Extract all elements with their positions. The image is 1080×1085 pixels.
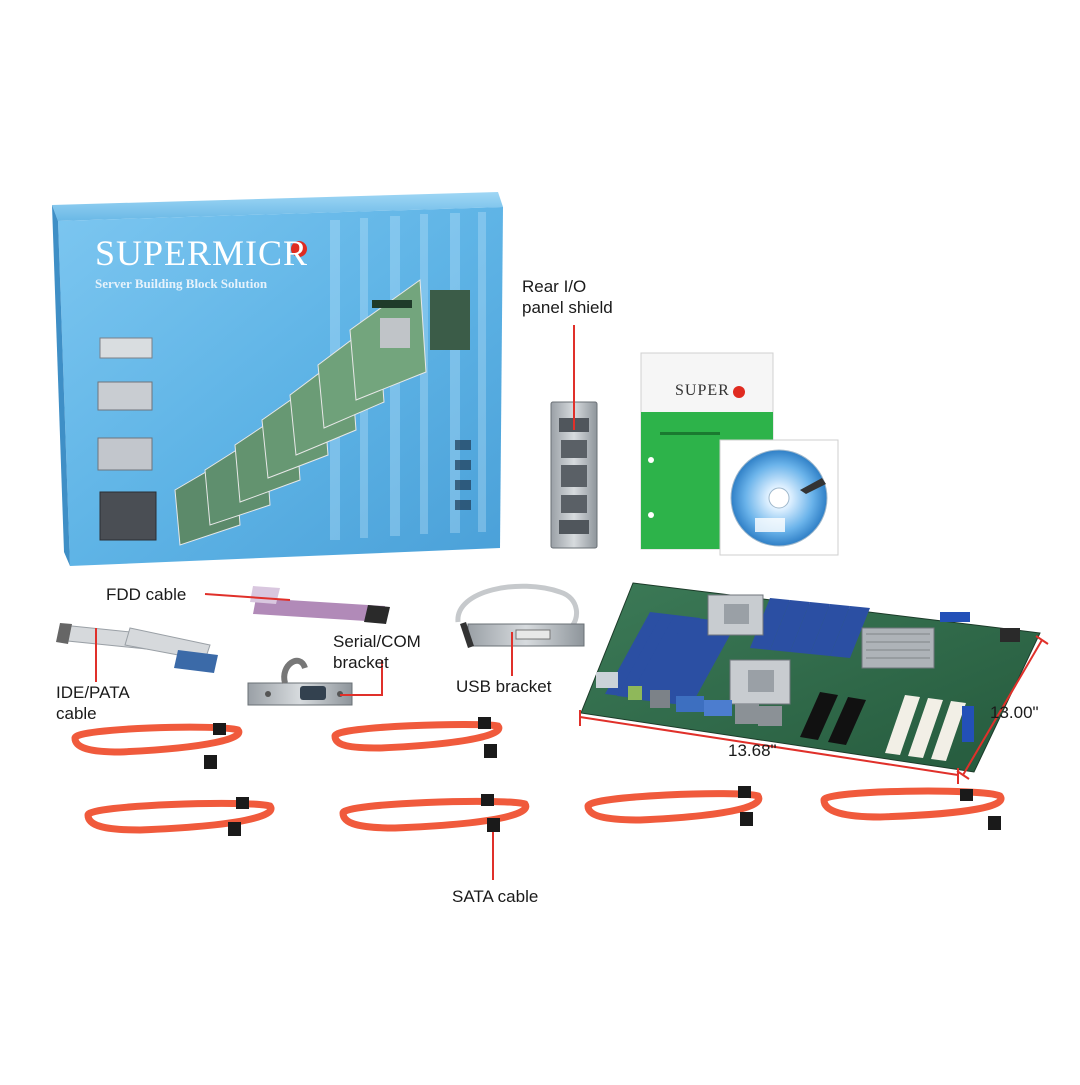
retail-box	[52, 192, 503, 566]
usb-bracket	[455, 583, 585, 648]
board-depth-label: 13.00"	[990, 703, 1039, 722]
dimension-lines	[579, 635, 1049, 784]
ide-cable-label-line1: IDE/PATA	[56, 683, 130, 702]
box-brand: SUPERMICR	[95, 233, 309, 273]
sata-cables	[71, 720, 1005, 834]
driver-cd	[719, 439, 839, 556]
manual	[640, 352, 774, 550]
brand-dot-icon	[291, 241, 307, 257]
box-tagline: Server Building Block Solution	[95, 276, 268, 291]
serial-bracket-label-line2: bracket	[333, 653, 389, 672]
sata-connectors	[204, 717, 1001, 836]
serial-bracket-label-line1: Serial/COM	[333, 632, 421, 651]
chassis-thumbnails	[97, 337, 157, 541]
serial-bracket	[247, 657, 353, 706]
board-width-label: 13.68"	[728, 741, 777, 760]
manual-brand: SUPER	[675, 382, 730, 399]
ide-cable	[56, 623, 218, 673]
motherboard	[580, 582, 1041, 773]
ide-cable-label-line2: cable	[56, 704, 97, 723]
box-motherboard-cascade	[174, 279, 470, 546]
fdd-cable-label: FDD cable	[106, 585, 187, 604]
sata-cable-label: SATA cable	[452, 887, 539, 906]
usb-bracket-label: USB bracket	[456, 677, 552, 696]
rear-io-label-line2: panel shield	[522, 298, 613, 317]
rear-io-label-line1: Rear I/O	[522, 277, 587, 296]
fdd-cable	[250, 586, 390, 624]
